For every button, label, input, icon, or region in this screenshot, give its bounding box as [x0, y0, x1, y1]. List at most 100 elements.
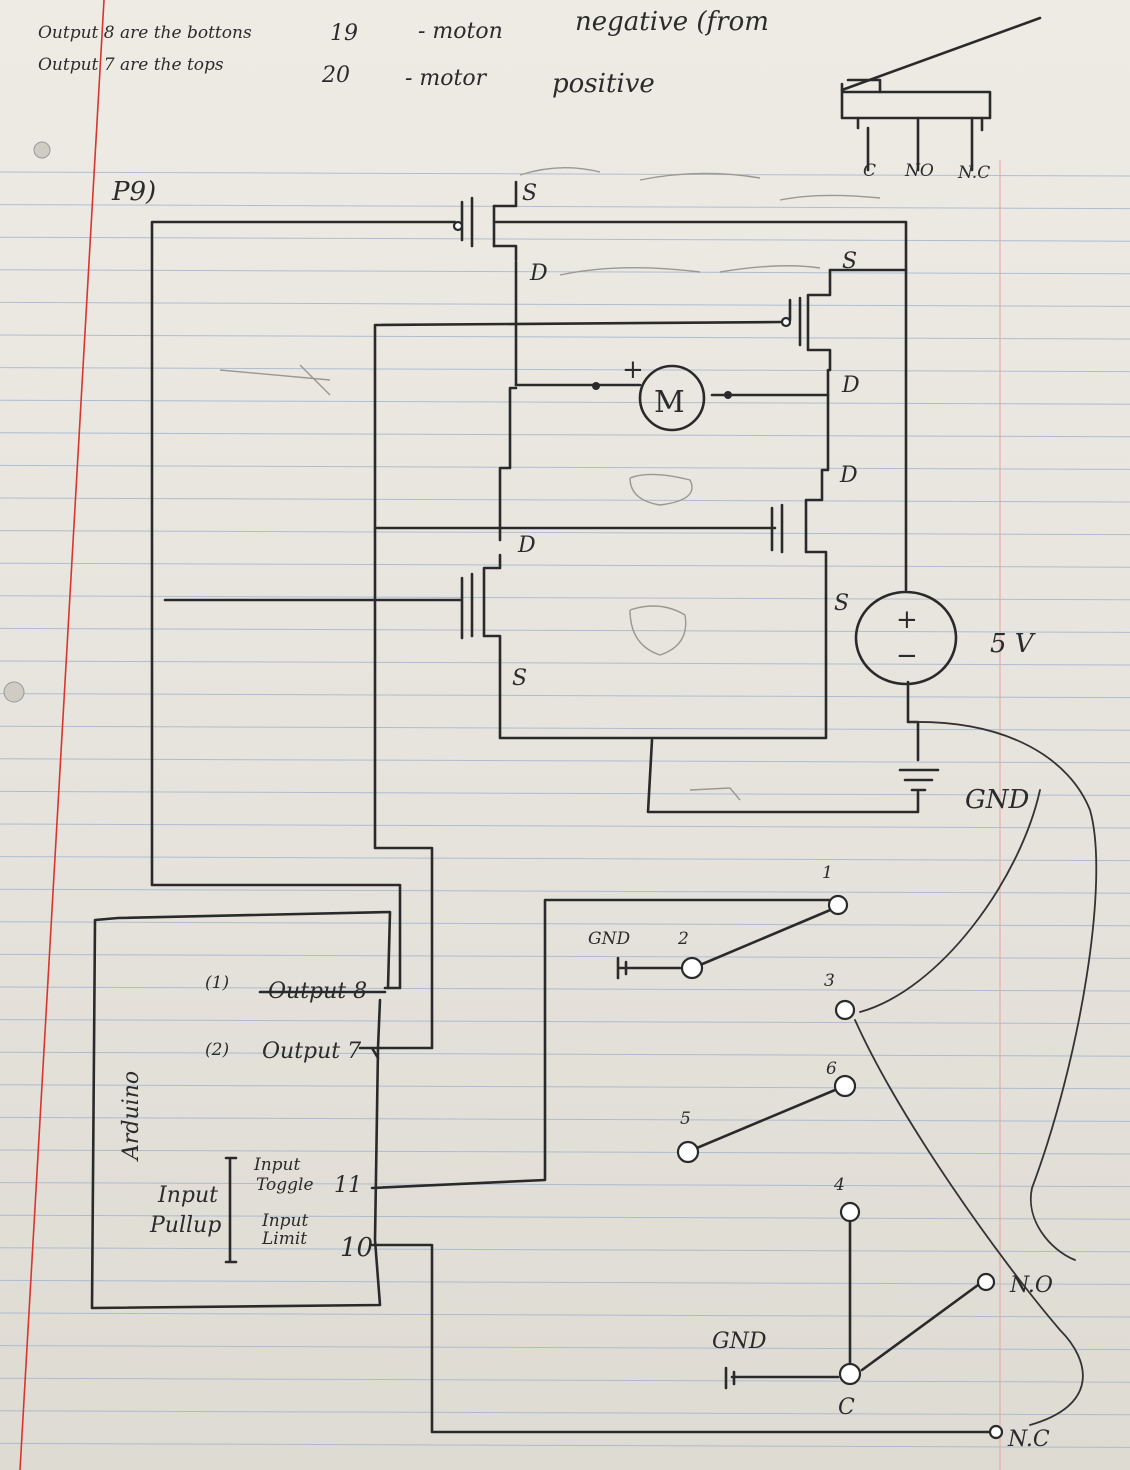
ruled-line	[0, 1149, 1130, 1155]
limit-switch-sketch	[840, 16, 1042, 172]
motor-symbol	[638, 364, 706, 432]
label-terminal-5: 5	[680, 1109, 691, 1129]
note-line-2: Output 7 are the tops	[38, 55, 224, 75]
label-no: N.O	[1009, 1273, 1053, 1298]
ruled-line	[0, 595, 1130, 601]
label-drain-left-lower: D	[517, 533, 536, 558]
ruled-line	[0, 1345, 1130, 1351]
ruled-line	[0, 1377, 1130, 1383]
ruled-line	[0, 888, 1130, 894]
note-pin-19-desc: - moton	[418, 19, 503, 44]
punch-hole	[33, 141, 51, 159]
ruled-line	[0, 1442, 1130, 1448]
label-output-7: Output 7	[262, 1039, 361, 1064]
ruled-line	[0, 1247, 1130, 1253]
label-source-left-lower: S	[512, 666, 527, 691]
wires	[90, 180, 1098, 1434]
ruled-line	[0, 823, 1130, 829]
ruled-line	[0, 1019, 1130, 1025]
voltage-source	[854, 590, 958, 686]
ruled-line	[0, 236, 1130, 242]
junction-dots	[452, 220, 792, 399]
switch-top-no: NO	[904, 161, 934, 181]
label-drain-right: D	[841, 373, 860, 398]
ruled-line	[0, 530, 1130, 536]
label-nc: N.C	[1007, 1427, 1050, 1452]
source-plus: +	[896, 605, 918, 635]
label-gnd-switch: GND	[588, 929, 630, 949]
label-source-right: S	[842, 249, 857, 274]
note-pin-19: 19	[330, 21, 358, 46]
label-c: C	[838, 1395, 855, 1420]
ruled-line	[0, 497, 1130, 503]
erased-marks	[219, 166, 881, 801]
switch-top-nc: N.C	[957, 163, 990, 183]
motor-label: M	[654, 385, 685, 420]
label-gnd-main: GND	[965, 785, 1030, 815]
ruled-line	[0, 562, 1130, 568]
ruled-line	[0, 399, 1130, 405]
label-drain-top: D	[529, 261, 548, 286]
label-terminal-3: 3	[824, 971, 835, 991]
ruled-line	[0, 334, 1130, 340]
label-input-limit-2: Limit	[261, 1229, 307, 1249]
ruled-line	[0, 204, 1130, 210]
label-gnd-limit: GND	[712, 1329, 767, 1354]
ruled-line	[0, 1312, 1130, 1318]
ruled-line	[0, 986, 1130, 992]
punch-hole	[3, 681, 25, 703]
note-pin-20: 20	[321, 63, 350, 88]
ruled-line	[0, 953, 1130, 959]
ruled-line	[0, 1116, 1130, 1122]
label-output-8: Output 8	[268, 979, 367, 1004]
ruled-lines	[0, 171, 1130, 1448]
label-terminal-1: 1	[822, 863, 833, 883]
ruled-line	[0, 627, 1130, 633]
ruled-line	[0, 1051, 1130, 1057]
ruled-line	[0, 464, 1130, 470]
ruled-line	[0, 301, 1130, 307]
label-out7-num: (2)	[205, 1040, 229, 1060]
note-line-1: Output 8 are the bottons	[38, 23, 252, 43]
label-source-right-lower: S	[834, 591, 849, 616]
ruled-line	[0, 1410, 1130, 1416]
label-pin-11: 11	[334, 1173, 362, 1198]
note-pin-19-desc2: negative (from	[575, 7, 769, 37]
label-source-top: S	[522, 181, 537, 206]
ruled-line	[0, 856, 1130, 862]
ruled-line	[0, 758, 1130, 764]
ruled-line	[0, 660, 1130, 666]
ruled-line	[0, 367, 1130, 373]
ruled-line	[0, 269, 1130, 275]
ruled-line	[0, 693, 1130, 699]
label-input-toggle-2: Toggle	[256, 1175, 314, 1195]
label-terminal-6: 6	[826, 1059, 837, 1079]
label-drain-right-lower: D	[839, 463, 858, 488]
label-out8-num: (1)	[205, 973, 229, 993]
note-pin-20-desc2: positive	[552, 69, 655, 99]
label-input-pullup-2: Pullup	[149, 1213, 221, 1238]
label-p9: P9)	[111, 177, 156, 207]
ruled-line	[0, 1279, 1130, 1285]
ruled-line	[0, 725, 1130, 731]
label-input-toggle-1: Input	[253, 1155, 300, 1175]
label-input-limit-1: Input	[261, 1211, 308, 1231]
label-5v: 5 V	[990, 629, 1036, 659]
source-minus: −	[896, 641, 918, 671]
ruled-line	[0, 432, 1130, 438]
ruled-line	[0, 790, 1130, 796]
ruled-line	[0, 921, 1130, 927]
ruled-line	[0, 171, 1130, 177]
motor-plus: +	[622, 355, 644, 385]
switch-top-c: C	[863, 161, 876, 181]
label-terminal-4: 4	[833, 1175, 845, 1195]
ruled-line	[0, 1084, 1130, 1090]
label-terminal-2: 2	[677, 929, 689, 949]
ruled-line	[0, 1182, 1130, 1188]
ruled-line	[0, 1214, 1130, 1220]
margin-line	[19, 0, 105, 1470]
label-pin-10: 10	[340, 1233, 373, 1263]
note-pin-20-desc: - motor	[405, 66, 488, 91]
